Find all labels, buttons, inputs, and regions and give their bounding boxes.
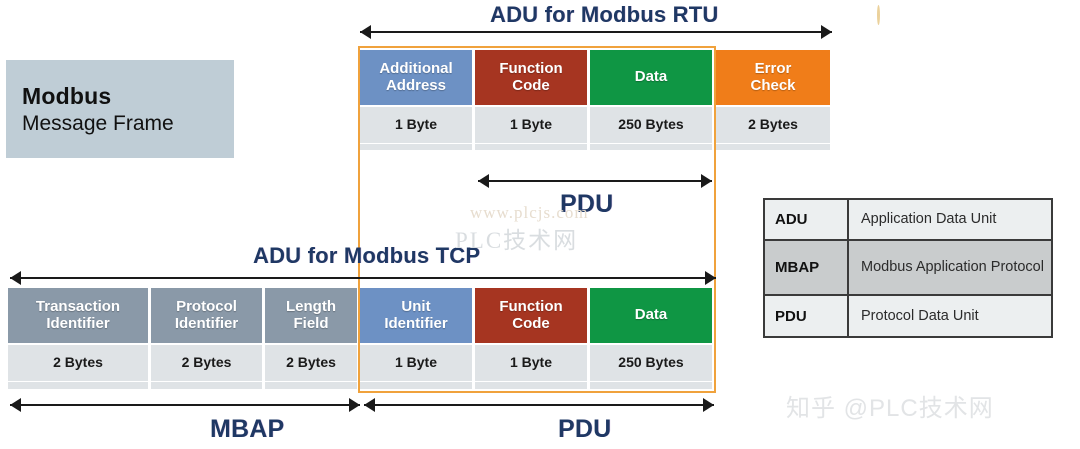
title-line-1: Modbus <box>22 82 112 109</box>
tcp-field-0-label-l2: Identifier <box>46 314 110 332</box>
tcp-size-transaction-identifier: 2 Bytes <box>8 345 148 381</box>
rtu-tail-1 <box>475 144 587 150</box>
legend-row-mbap: MBAP Modbus Application Protocol <box>765 241 1051 296</box>
pdu-highlight-left-line <box>358 46 360 393</box>
legend-value-adu: Application Data Unit <box>861 211 997 228</box>
legend-row-pdu: PDU Protocol Data Unit <box>765 296 1051 336</box>
tcp-field-1-label-l2: Identifier <box>174 314 239 332</box>
tcp-field-length-field: Length Field <box>265 288 357 343</box>
tcp-pdu-span-arrow <box>364 398 714 412</box>
watermark-url: www.plcjs.com <box>470 203 589 222</box>
watermark-site: PLC技术网 <box>455 228 579 253</box>
rtu-field-additional-address: Additional Address <box>360 50 472 105</box>
rtu-size-data: 250 Bytes <box>590 107 712 143</box>
tcp-field-unit-identifier: Unit Identifier <box>360 288 472 343</box>
pdu-highlight-bottom-cap <box>358 391 716 393</box>
rtu-field-1-label-l2: Code <box>512 76 550 94</box>
tcp-tail-5 <box>590 382 712 389</box>
credit-attribution: 知乎 @PLC技术网 <box>786 395 994 422</box>
tcp-tail-3 <box>360 382 472 389</box>
rtu-span-title: ADU for Modbus RTU <box>490 2 719 27</box>
legend-key-adu: ADU <box>765 200 849 239</box>
tcp-span-title: ADU for Modbus TCP <box>253 243 481 268</box>
rtu-field-3-label-l2: Check <box>750 76 796 94</box>
rtu-field-error-check: Error Check <box>716 50 830 105</box>
rtu-tail-0 <box>360 144 472 150</box>
rtu-field-2-label-l1: Data <box>634 68 668 86</box>
pdu-highlight-right-line <box>714 46 716 393</box>
rtu-field-data: Data <box>590 50 712 105</box>
tcp-field-function-code: Function Code <box>475 288 587 343</box>
tcp-field-3-label-l2: Identifier <box>384 314 448 332</box>
title-line-2: Message Frame <box>22 111 174 135</box>
tcp-tail-2 <box>265 382 357 389</box>
tcp-field-5-label-l1: Data <box>634 306 668 324</box>
diagram-title-box: Modbus Message Frame <box>6 60 234 158</box>
tcp-field-4-label-l2: Code <box>512 314 550 332</box>
rtu-field-1-label-l1: Function <box>499 59 563 77</box>
tcp-size-length-field: 2 Bytes <box>265 345 357 381</box>
tcp-field-protocol-identifier: Protocol Identifier <box>151 288 262 343</box>
tcp-tail-1 <box>151 382 262 389</box>
tcp-span-arrow <box>10 271 716 285</box>
rtu-tail-3 <box>716 144 830 150</box>
mbap-span-arrow <box>10 398 360 412</box>
legend-value-pdu: Protocol Data Unit <box>861 307 979 324</box>
tcp-field-3-label-l1: Unit <box>401 297 431 315</box>
tcp-size-function-code: 1 Byte <box>475 345 587 381</box>
tcp-size-protocol-identifier: 2 Bytes <box>151 345 262 381</box>
rtu-field-0-label-l2: Address <box>385 76 446 94</box>
legend-row-adu: ADU Application Data Unit <box>765 200 1051 241</box>
tcp-field-2-label-l2: Field <box>293 314 329 332</box>
rtu-field-3-label-l1: Error <box>754 59 792 77</box>
tcp-tail-0 <box>8 382 148 389</box>
legend-table: ADU Application Data Unit MBAP Modbus Ap… <box>763 198 1053 338</box>
rtu-size-error-check: 2 Bytes <box>716 107 830 143</box>
legend-key-mbap: MBAP <box>765 241 849 294</box>
tcp-size-data: 250 Bytes <box>590 345 712 381</box>
tcp-field-4-label-l1: Function <box>499 297 563 315</box>
rtu-tail-2 <box>590 144 712 150</box>
tcp-field-2-label-l1: Length <box>286 297 336 315</box>
tcp-pdu-label: PDU <box>558 415 612 443</box>
rtu-size-function-code: 1 Byte <box>475 107 587 143</box>
legend-value-mbap: Modbus Application Protocol <box>861 259 1044 276</box>
rtu-pdu-label: PDU <box>560 190 614 218</box>
legend-key-pdu: PDU <box>765 296 849 336</box>
tcp-field-data: Data <box>590 288 712 343</box>
rtu-field-function-code: Function Code <box>475 50 587 105</box>
tcp-field-transaction-identifier: Transaction Identifier <box>8 288 148 343</box>
tcp-size-unit-identifier: 1 Byte <box>360 345 472 381</box>
speck-artifact <box>877 5 880 25</box>
rtu-size-additional-address: 1 Byte <box>360 107 472 143</box>
mbap-label: MBAP <box>210 415 285 443</box>
rtu-span-arrow <box>360 25 832 39</box>
rtu-pdu-arrow <box>478 174 712 188</box>
tcp-tail-4 <box>475 382 587 389</box>
tcp-field-1-label-l1: Protocol <box>176 297 237 315</box>
rtu-field-0-label-l1: Additional <box>379 59 453 77</box>
pdu-highlight-top-cap <box>358 46 716 48</box>
tcp-field-0-label-l1: Transaction <box>35 297 121 315</box>
